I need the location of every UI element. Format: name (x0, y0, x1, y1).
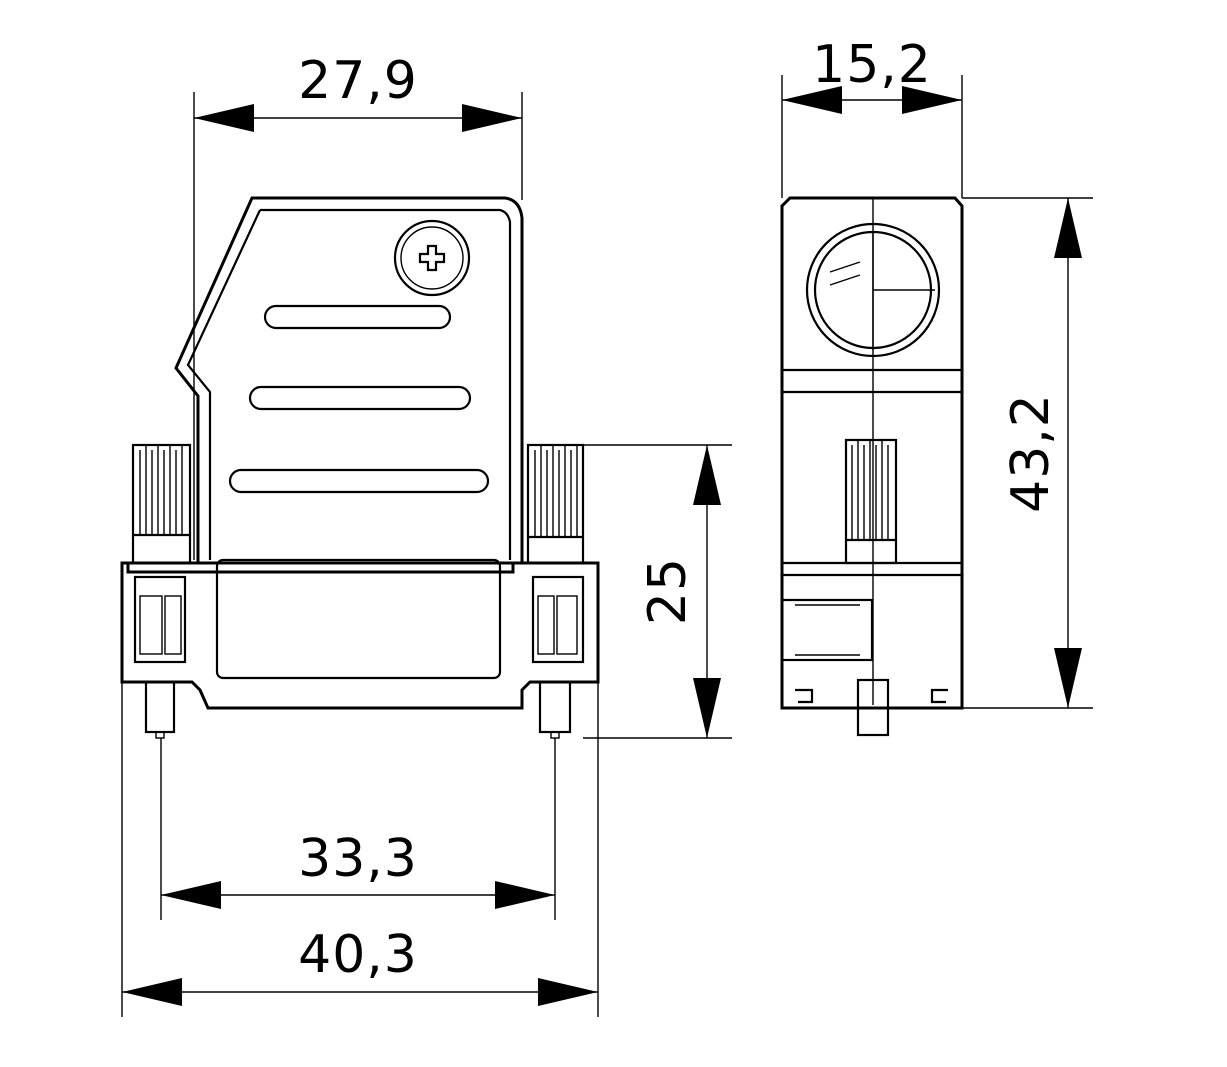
dimension-15-2: 15,2 (781, 35, 963, 198)
dim-label-side-width: 15,2 (812, 35, 932, 95)
dimension-43-2: 43,2 (962, 197, 1093, 709)
dim-label-total-height: 43,2 (1001, 393, 1061, 513)
dimension-25: 25 (583, 444, 732, 739)
vent-slot (228, 468, 490, 494)
front-view (120, 196, 600, 739)
dim-label-flange-width: 40,3 (298, 925, 418, 985)
dim-label-top-width: 27,9 (298, 51, 418, 111)
side-view (780, 196, 964, 737)
knurled-screw-left (131, 443, 192, 565)
dim-label-screw-spacing: 33,3 (298, 829, 418, 889)
vent-slot (263, 304, 452, 330)
screw-head-icon (393, 219, 471, 297)
dim-label-body-height: 25 (638, 557, 698, 625)
dimension-27-9: 27,9 (193, 51, 523, 560)
vent-slot (248, 385, 472, 411)
knurled-screw-right (526, 443, 585, 565)
dimension-33-3: 33,3 (160, 738, 556, 920)
flange (120, 561, 600, 710)
dimension-40-3: 40,3 (121, 682, 599, 1017)
